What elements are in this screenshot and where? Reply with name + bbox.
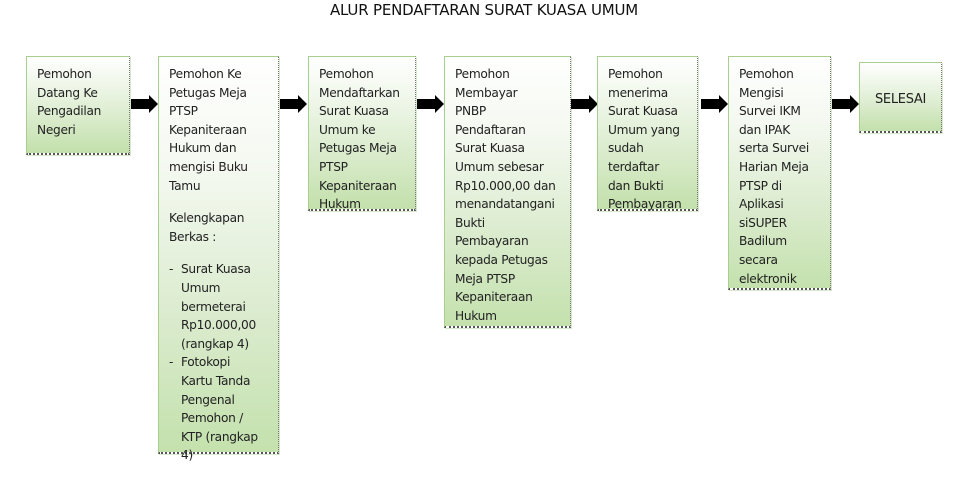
step-text-line: Meja PTSP bbox=[455, 271, 515, 286]
step-text-line: Umum ke bbox=[319, 122, 376, 137]
requirement-text-line: Fotokopi bbox=[181, 355, 231, 370]
requirement-text-line: Pemohon / bbox=[181, 411, 243, 426]
step-text-line: Pemohon bbox=[608, 67, 663, 81]
requirement-text-line: KTP (rangkap bbox=[181, 429, 258, 444]
step-text-line: Hukum bbox=[319, 197, 361, 212]
step-text-line: PTSP bbox=[319, 159, 348, 174]
step-text-line: Petugas Meja bbox=[169, 85, 247, 100]
requirement-item: - Surat Kuasa Umum bermeterai Rp10.000,0… bbox=[169, 260, 272, 353]
requirement-text-line: Kartu Tanda bbox=[181, 373, 251, 388]
step-text-line: Bukti bbox=[455, 215, 485, 230]
requirement-text-line: Rp10.000,00 bbox=[181, 318, 256, 333]
step-text-line: Pengadilan bbox=[37, 104, 102, 119]
step-text-line: Kepaniteraan bbox=[169, 122, 247, 137]
step-6-box: Pemohon Mengisi Survei IKM dan IPAK sert… bbox=[728, 56, 831, 290]
step-text-line: Tamu bbox=[169, 178, 201, 193]
step-text-line: Negeri bbox=[37, 122, 76, 137]
step-text-line: Hukum bbox=[455, 308, 497, 323]
step-text-line: Umum yang bbox=[608, 122, 680, 137]
right-arrow-icon bbox=[701, 95, 729, 113]
step-text-line: sudah bbox=[608, 141, 644, 156]
step-text-line: menandatangani bbox=[455, 197, 555, 212]
step-3-box: Pemohon Mendaftarkan Surat Kuasa Umum ke… bbox=[308, 56, 416, 211]
right-arrow-icon bbox=[131, 95, 159, 113]
step-text-line: kepada Petugas bbox=[455, 252, 548, 267]
step-text-line: PTSP di bbox=[739, 178, 782, 193]
step-text-line: Pemohon Ke bbox=[169, 67, 242, 81]
bullet-dash: - bbox=[169, 262, 174, 277]
step-text-line: Survei IKM bbox=[739, 104, 801, 119]
step-text-line: menerima bbox=[608, 85, 668, 100]
step-text-line: Pemohon bbox=[37, 67, 92, 81]
step-text-line: serta Survei bbox=[739, 141, 809, 156]
step-text-line: dan IPAK bbox=[739, 122, 790, 137]
step-text-line: Membayar bbox=[455, 85, 518, 100]
right-arrow-icon bbox=[417, 95, 445, 113]
step-text-line: Pembayaran bbox=[608, 197, 682, 212]
step-text-line: Kepaniteraan bbox=[319, 178, 397, 193]
step-4-box: Pemohon Membayar PNBP Pendaftaran Surat … bbox=[444, 56, 571, 328]
finish-box: SELESAI bbox=[859, 62, 942, 133]
requirement-text-line: 4) bbox=[181, 448, 193, 463]
requirement-text-line: (rangkap 4) bbox=[181, 336, 249, 351]
step-text-line: Surat Kuasa bbox=[319, 104, 389, 119]
bullet-dash: - bbox=[169, 355, 174, 370]
requirement-text-line: Pengenal bbox=[181, 392, 235, 407]
step-text-line: Pemohon bbox=[319, 67, 374, 81]
step-text-line: dan Bukti bbox=[608, 178, 664, 193]
step-text-line: siSUPER bbox=[739, 215, 787, 230]
step-text-line: PNBP bbox=[455, 104, 486, 119]
step-1-box: Pemohon Datang Ke Pengadilan Negeri bbox=[26, 56, 130, 155]
step-text-line: Pemohon bbox=[455, 67, 510, 81]
step-text-line: elektronik bbox=[739, 271, 797, 286]
requirement-text-line: Umum bbox=[181, 280, 221, 295]
right-arrow-icon bbox=[832, 95, 860, 113]
step-2-box: Pemohon Ke Petugas Meja PTSP Kepaniteraa… bbox=[158, 56, 279, 462]
right-arrow-icon bbox=[280, 95, 308, 113]
step-text-line: PTSP bbox=[169, 104, 198, 119]
requirements-heading: Berkas : bbox=[169, 229, 217, 244]
step-text-line: Kepaniteraan bbox=[455, 290, 533, 305]
step-text-line: secara bbox=[739, 252, 778, 267]
step-text-line: Surat Kuasa bbox=[455, 141, 525, 156]
step-5-box: Pemohon menerima Surat Kuasa Umum yang s… bbox=[597, 56, 698, 211]
step-text-line: Aplikasi bbox=[739, 197, 784, 212]
step-text-line: Pemohon bbox=[739, 67, 794, 81]
right-arrow-icon bbox=[571, 95, 599, 113]
step-text-line: Pendaftaran bbox=[455, 122, 526, 137]
step-text-line: Rp10.000,00 dan bbox=[455, 178, 556, 193]
step-text-line: Pembayaran bbox=[455, 234, 529, 249]
step-text-line: Surat Kuasa bbox=[608, 104, 678, 119]
step-text-line: mengisi Buku bbox=[169, 159, 248, 174]
step-text-line: Petugas Meja bbox=[319, 141, 397, 156]
step-text-line: Mengisi bbox=[739, 85, 784, 100]
step-text-line: Umum sebesar bbox=[455, 159, 544, 174]
diagram-title: ALUR PENDAFTARAN SURAT KUASA UMUM bbox=[329, 1, 639, 19]
step-text-line: Badilum bbox=[739, 234, 787, 249]
requirements-heading: Kelengkapan bbox=[169, 211, 245, 226]
step-text-line: terdaftar bbox=[608, 159, 659, 174]
step-text-line: Datang Ke bbox=[37, 85, 98, 100]
step-text-line: Hukum dan bbox=[169, 141, 237, 156]
step-text-line: Harian Meja bbox=[739, 159, 809, 174]
requirement-item: - Fotokopi Kartu Tanda Pengenal Pemohon … bbox=[169, 353, 272, 465]
requirement-text-line: Surat Kuasa bbox=[181, 262, 251, 277]
finish-label: SELESAI bbox=[874, 92, 927, 107]
requirement-text-line: bermeterai bbox=[181, 299, 246, 314]
step-text-line: Mendaftarkan bbox=[319, 85, 400, 100]
